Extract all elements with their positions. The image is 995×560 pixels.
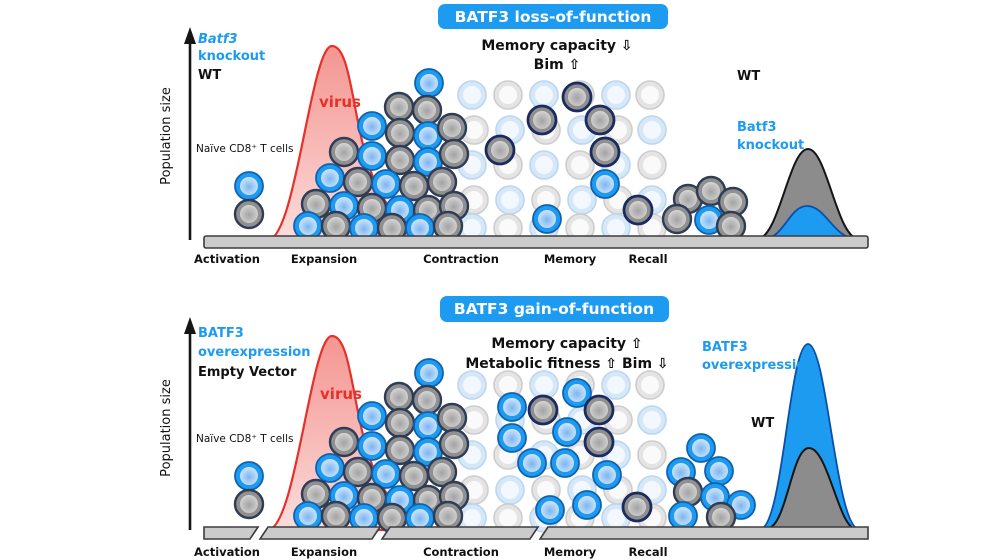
- t-cell: [583, 426, 615, 458]
- effect-annotation: Metabolic fitness ⇧ Bim ⇩: [465, 356, 668, 372]
- title-banner: [440, 296, 669, 322]
- virus-label: virus: [320, 385, 362, 403]
- t-cell: [527, 394, 559, 426]
- t-cell: [622, 194, 654, 226]
- t-cell: [497, 392, 527, 422]
- phase-label-expansion: Expansion: [291, 252, 357, 266]
- phase-label-memory: Memory: [544, 252, 597, 266]
- recall-wt-label: WT: [737, 69, 760, 84]
- effect-annotation: Memory capacity ⇧: [491, 336, 642, 352]
- recall-variant-label: knockout: [737, 138, 804, 153]
- t-cell: [517, 448, 547, 478]
- t-cell: [572, 490, 602, 520]
- phase-label-contraction: Contraction: [423, 545, 499, 559]
- panel-gain-of-function: BATF3 gain-of-function Memory capacity ⇧…: [159, 296, 869, 559]
- t-cell: [484, 134, 516, 166]
- panel-title: BATF3 loss-of-function: [455, 8, 652, 26]
- t-cell: [589, 136, 621, 168]
- naive-cells-label: Naïve CD8⁺ T cells: [196, 143, 293, 155]
- y-axis-label: Population size: [159, 87, 174, 185]
- t-cell: [550, 448, 580, 478]
- effect-annotation: Memory capacity ⇩: [481, 38, 632, 54]
- naive-cells: [235, 462, 263, 518]
- recall-wt-label: WT: [751, 416, 774, 431]
- t-cell: [497, 423, 527, 453]
- legend-variant: BATF3: [198, 326, 244, 341]
- panel-title: BATF3 gain-of-function: [454, 300, 654, 318]
- phase-label-activation: Activation: [194, 545, 260, 559]
- panel-loss-of-function: BATF3 loss-of-function Memory capacity ⇩…: [159, 4, 869, 266]
- naive-cells: [235, 172, 263, 228]
- y-axis-arrow-icon: [184, 317, 196, 334]
- t-cell: [535, 495, 565, 525]
- t-cell: [552, 417, 582, 447]
- legend-variant: knockout: [198, 49, 265, 64]
- phase-label-activation: Activation: [194, 252, 260, 266]
- t-cell: [621, 491, 653, 523]
- phase-label-recall: Recall: [628, 252, 667, 266]
- t-cell: [526, 104, 558, 136]
- y-axis-arrow-icon: [184, 27, 196, 44]
- t-cell: [583, 394, 615, 426]
- t-cell: [592, 460, 622, 490]
- legend-variant: overexpression: [198, 345, 311, 360]
- recall-peak-wt: [756, 147, 860, 240]
- legend-control: Empty Vector: [198, 365, 297, 380]
- y-axis-label: Population size: [159, 379, 174, 477]
- legend-control: WT: [198, 68, 221, 83]
- virus-label: virus: [319, 93, 361, 111]
- memory-cell-cluster: [666, 433, 756, 533]
- recall-variant-label: BATF3: [702, 340, 748, 355]
- timeline-bar-broken: [203, 526, 869, 540]
- recall-variant-label: Batf3: [737, 120, 777, 135]
- t-cell: [584, 104, 616, 136]
- t-cell: [561, 81, 593, 113]
- t-cell: [590, 169, 620, 199]
- legend-variant: Batf3: [198, 32, 238, 47]
- effect-annotation: Bim ⇧: [534, 57, 581, 73]
- timeline-bar: [203, 235, 869, 249]
- phase-label-contraction: Contraction: [423, 252, 499, 266]
- recall-variant-label: overexpression: [702, 358, 815, 373]
- recall-peak-wt: [765, 446, 857, 530]
- phase-label-memory: Memory: [544, 545, 597, 559]
- t-cell: [532, 204, 562, 234]
- phase-label-recall: Recall: [628, 545, 667, 559]
- naive-cells-label: Naïve CD8⁺ T cells: [196, 433, 293, 445]
- memory-cell-cluster: [661, 175, 749, 242]
- recall-peak-overexpression: [759, 343, 860, 530]
- title-banner: [438, 4, 668, 29]
- phase-label-expansion: Expansion: [291, 545, 357, 559]
